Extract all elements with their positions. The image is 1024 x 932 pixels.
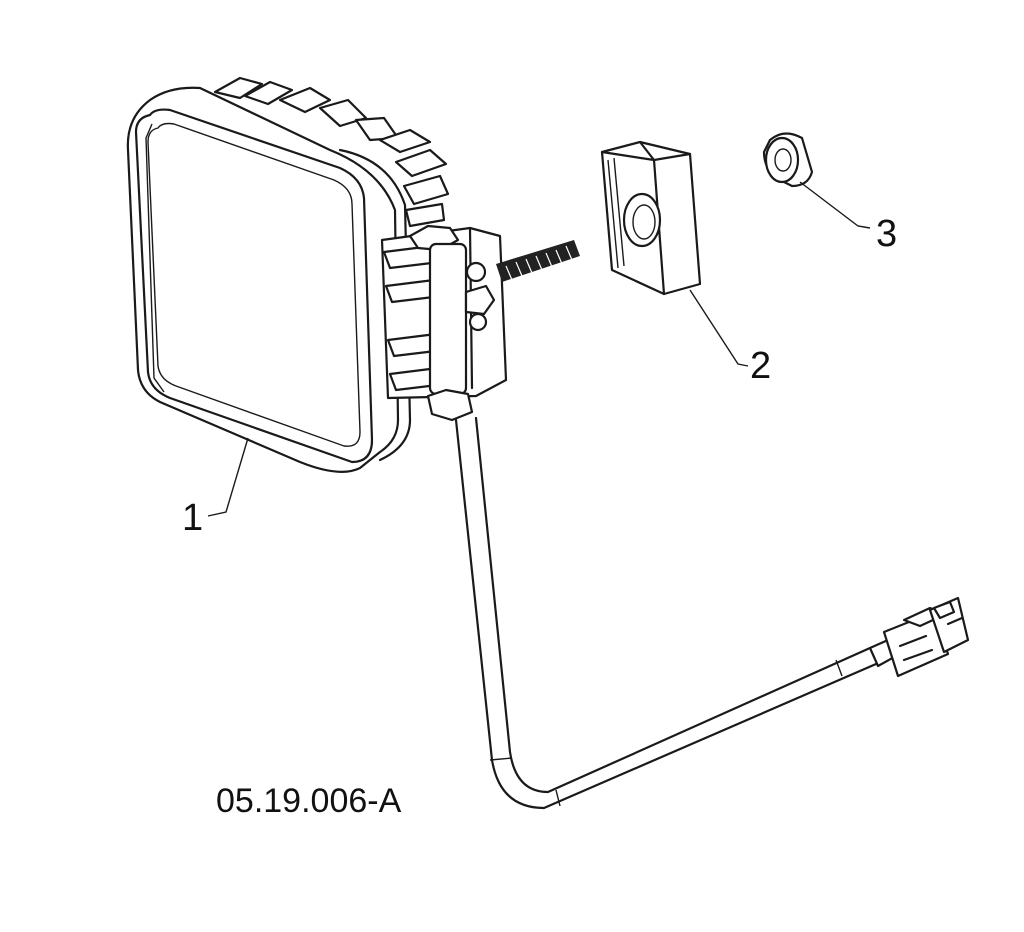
leader-line-1 bbox=[207, 437, 249, 517]
power-cable bbox=[454, 416, 878, 810]
threaded-stud bbox=[496, 240, 580, 282]
flange-nut bbox=[762, 132, 814, 188]
cable-gland-nut bbox=[426, 388, 474, 422]
callout-2: 2 bbox=[750, 345, 771, 387]
cable-connector bbox=[868, 596, 970, 678]
mounting-nut-block bbox=[600, 140, 702, 296]
leader-line-2 bbox=[689, 289, 749, 367]
drawing-number: 05.19.006-A bbox=[216, 782, 402, 820]
callout-3: 3 bbox=[876, 213, 897, 255]
lens-rim bbox=[134, 108, 374, 464]
leader-line-3 bbox=[799, 181, 871, 229]
lens bbox=[147, 122, 361, 447]
heat-sink-fins bbox=[213, 76, 450, 228]
callout-1: 1 bbox=[182, 497, 203, 539]
leader-lines bbox=[207, 181, 871, 517]
threaded-hole bbox=[622, 192, 662, 248]
work-light bbox=[126, 76, 580, 473]
